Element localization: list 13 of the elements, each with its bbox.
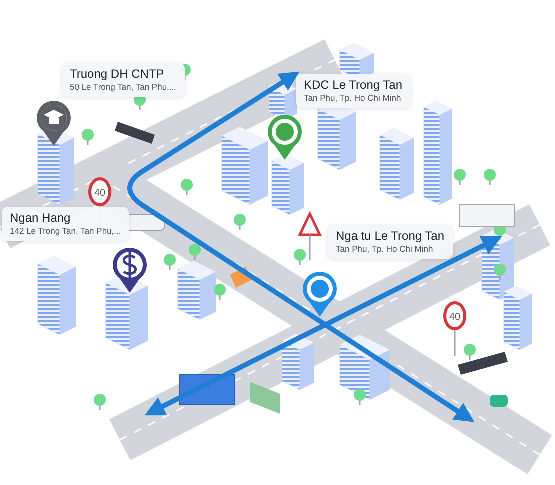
place-name: Truong DH CNTP bbox=[70, 67, 166, 82]
place-address: Tan Phu, Tp. Ho Chi Minh bbox=[336, 244, 434, 255]
location-callout-card bbox=[296, 74, 411, 108]
place-address: 50 Le Trong Tan, Tan Phu,... bbox=[70, 82, 176, 93]
location-callout-card bbox=[328, 225, 453, 259]
place-address: 142 Le Trong Tan, Tan Phu,... bbox=[10, 226, 122, 237]
place-address: Tan Phu, Tp. Ho Chi Minh bbox=[304, 93, 402, 104]
location-callout-card bbox=[2, 207, 130, 241]
place-name: KDC Le Trong Tan bbox=[304, 78, 403, 93]
location-callout-card bbox=[62, 63, 184, 97]
place-name: Ngan Hang bbox=[10, 211, 72, 226]
place-name: Nga tu Le Trong Tan bbox=[336, 229, 445, 244]
speed-limit-sign: 40 bbox=[444, 302, 466, 356]
